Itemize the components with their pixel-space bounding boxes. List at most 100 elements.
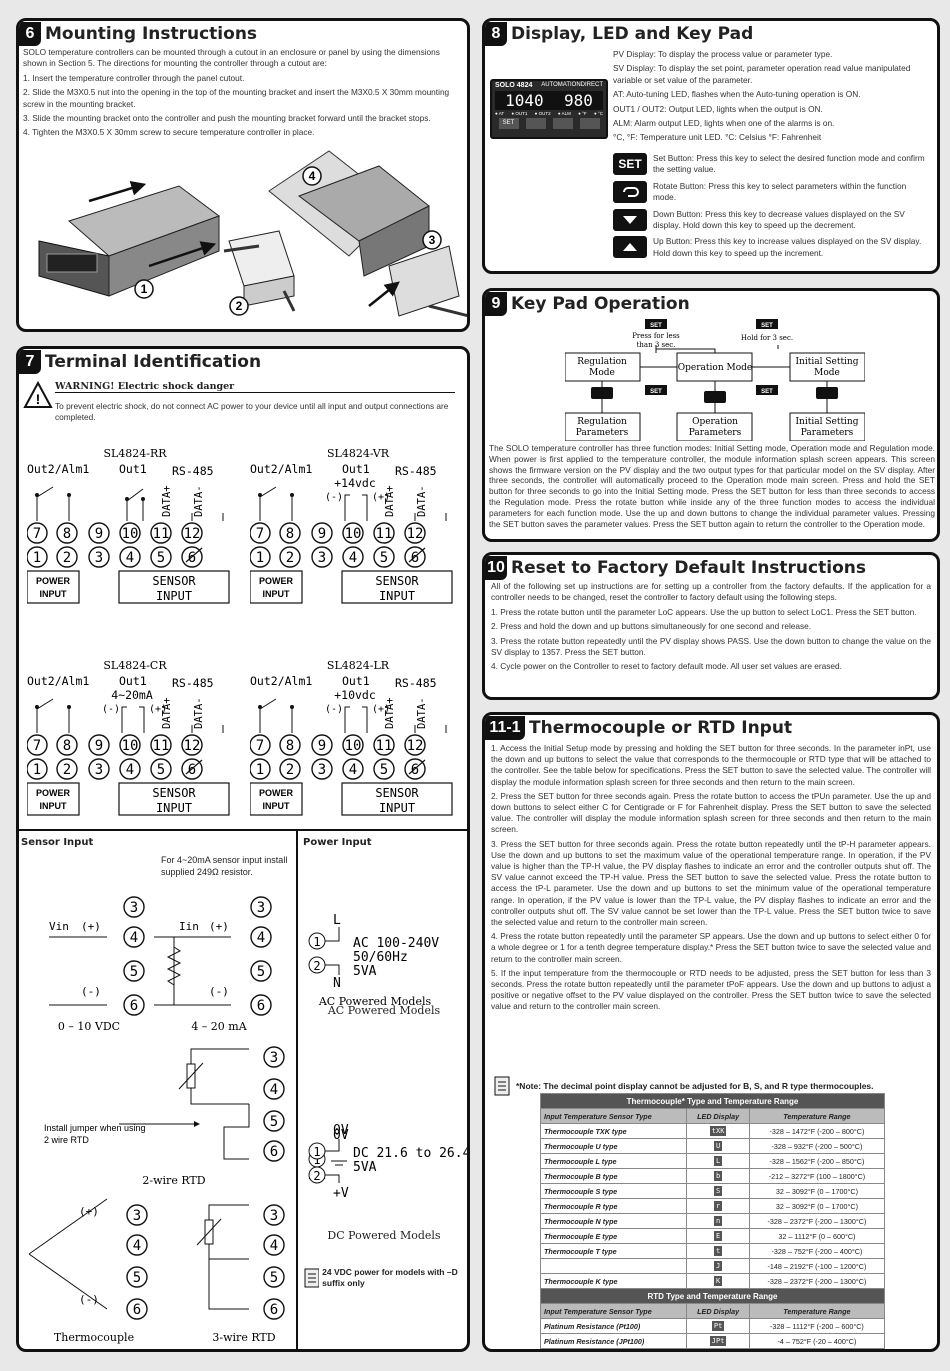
svg-text:6: 6 bbox=[257, 998, 265, 1014]
svg-text:(+): (+) bbox=[79, 1205, 99, 1218]
svg-text:SET: SET bbox=[650, 389, 662, 395]
sv-display: 980 bbox=[563, 91, 593, 110]
svg-text:DATA+: DATA+ bbox=[161, 697, 173, 729]
controller-left bbox=[38, 185, 221, 297]
svg-text:INPUT: INPUT bbox=[40, 801, 68, 811]
svg-text:SENSOR: SENSOR bbox=[152, 574, 196, 588]
device-led: ● AT bbox=[495, 111, 505, 116]
terminal-number: 2 bbox=[63, 762, 71, 778]
terminal-number: 8 bbox=[63, 738, 71, 754]
mounting-text: SOLO temperature controllers can be moun… bbox=[23, 47, 450, 138]
table-row: Platinum Resistance (Pt100)Pt-328 – 1112… bbox=[539, 1318, 886, 1334]
device-led: ● ALM bbox=[557, 111, 571, 116]
terminal-number: 2 bbox=[286, 550, 294, 566]
device-led: ● OUT1 bbox=[511, 111, 528, 116]
svg-text:3: 3 bbox=[270, 1050, 278, 1066]
svg-text:6: 6 bbox=[130, 998, 138, 1014]
note-icon bbox=[304, 1268, 320, 1288]
section-title: Mounting Instructions bbox=[45, 24, 258, 44]
terminal-number: 1 bbox=[256, 550, 264, 566]
terminal-number: 11 bbox=[153, 526, 170, 542]
svg-text:6: 6 bbox=[270, 1302, 278, 1318]
section-title: Terminal Identification bbox=[45, 352, 262, 372]
terminal-number: 1 bbox=[33, 762, 41, 778]
svg-text:4: 4 bbox=[270, 1082, 278, 1098]
svg-text:5: 5 bbox=[270, 1114, 278, 1130]
svg-text:Out2/Alm1: Out2/Alm1 bbox=[27, 462, 89, 476]
caption-010vdc: 0 – 10 VDC bbox=[58, 1020, 120, 1033]
svg-text:5VA: 5VA bbox=[353, 964, 377, 979]
svg-text:RS-485: RS-485 bbox=[395, 676, 437, 690]
svg-text:(+): (+) bbox=[209, 920, 229, 933]
svg-text:6: 6 bbox=[270, 1144, 278, 1160]
terminal-number: 10 bbox=[122, 738, 139, 754]
svg-text:(+): (+) bbox=[372, 704, 390, 715]
terminal-number: 8 bbox=[286, 738, 294, 754]
svg-text:50/60Hz: 50/60Hz bbox=[353, 950, 408, 965]
device-up-key[interactable] bbox=[579, 118, 600, 129]
device-set-key[interactable]: SET bbox=[498, 118, 519, 129]
svg-text:POWER: POWER bbox=[259, 788, 294, 798]
svg-text:POWER: POWER bbox=[36, 788, 71, 798]
note-icon bbox=[494, 1076, 510, 1096]
svg-text:INPUT: INPUT bbox=[263, 589, 291, 599]
svg-text:3: 3 bbox=[257, 900, 265, 916]
ac-caption: AC Powered Models bbox=[318, 995, 432, 1008]
svg-text:4~20mA: 4~20mA bbox=[111, 688, 153, 702]
terminal-number: 6 bbox=[188, 762, 196, 778]
section-number: 8 bbox=[485, 22, 507, 46]
decimal-note: *Note: The decimal point display cannot … bbox=[493, 1075, 874, 1097]
warning-icon: ! bbox=[23, 381, 53, 408]
svg-text:SENSOR: SENSOR bbox=[152, 786, 196, 800]
terminal-number: 11 bbox=[153, 738, 170, 754]
svg-text:+10vdc: +10vdc bbox=[334, 688, 376, 702]
terminal-number: 5 bbox=[380, 762, 388, 778]
svg-text:4: 4 bbox=[257, 930, 265, 946]
terminal-number: 6 bbox=[411, 550, 419, 566]
svg-text:RS-485: RS-485 bbox=[172, 464, 214, 478]
svg-text:3: 3 bbox=[270, 1208, 278, 1224]
svg-text:(+): (+) bbox=[372, 492, 390, 503]
svg-text:4: 4 bbox=[309, 169, 316, 183]
terminal-number: 6 bbox=[188, 550, 196, 566]
iin-label: Iin bbox=[179, 920, 199, 933]
down-key-icon bbox=[613, 208, 647, 231]
device-down-key[interactable] bbox=[552, 118, 573, 129]
model-name: SL4824-CR bbox=[103, 661, 167, 672]
terminal-number: 3 bbox=[95, 762, 103, 778]
svg-text:SENSOR: SENSOR bbox=[375, 786, 419, 800]
device-led: ● OUT2 bbox=[534, 111, 551, 116]
terminal-number: 7 bbox=[33, 526, 41, 542]
power-input-title: Power Input bbox=[303, 837, 372, 848]
svg-text:1: 1 bbox=[313, 935, 320, 949]
keypad-text: The SOLO temperature controller has thre… bbox=[489, 443, 935, 529]
terminal-number: 8 bbox=[63, 526, 71, 542]
svg-text:POWER: POWER bbox=[36, 576, 71, 586]
terminal-number: 3 bbox=[318, 762, 326, 778]
svg-text:Out2/Alm1: Out2/Alm1 bbox=[250, 674, 312, 688]
svg-text:SENSOR: SENSOR bbox=[375, 574, 419, 588]
svg-text:DATA+: DATA+ bbox=[161, 485, 173, 517]
terminal-number: 12 bbox=[407, 526, 424, 542]
svg-text:2: 2 bbox=[313, 959, 320, 973]
terminal-number: 2 bbox=[286, 762, 294, 778]
terminal-number: 7 bbox=[256, 738, 264, 754]
device-rotate-key[interactable] bbox=[525, 118, 546, 129]
rotate-key-icon bbox=[613, 180, 647, 203]
svg-text:0V: 0V bbox=[333, 1128, 349, 1143]
reset-text: All of the following set up instructions… bbox=[491, 581, 931, 672]
vin-label: Vin bbox=[49, 920, 69, 933]
